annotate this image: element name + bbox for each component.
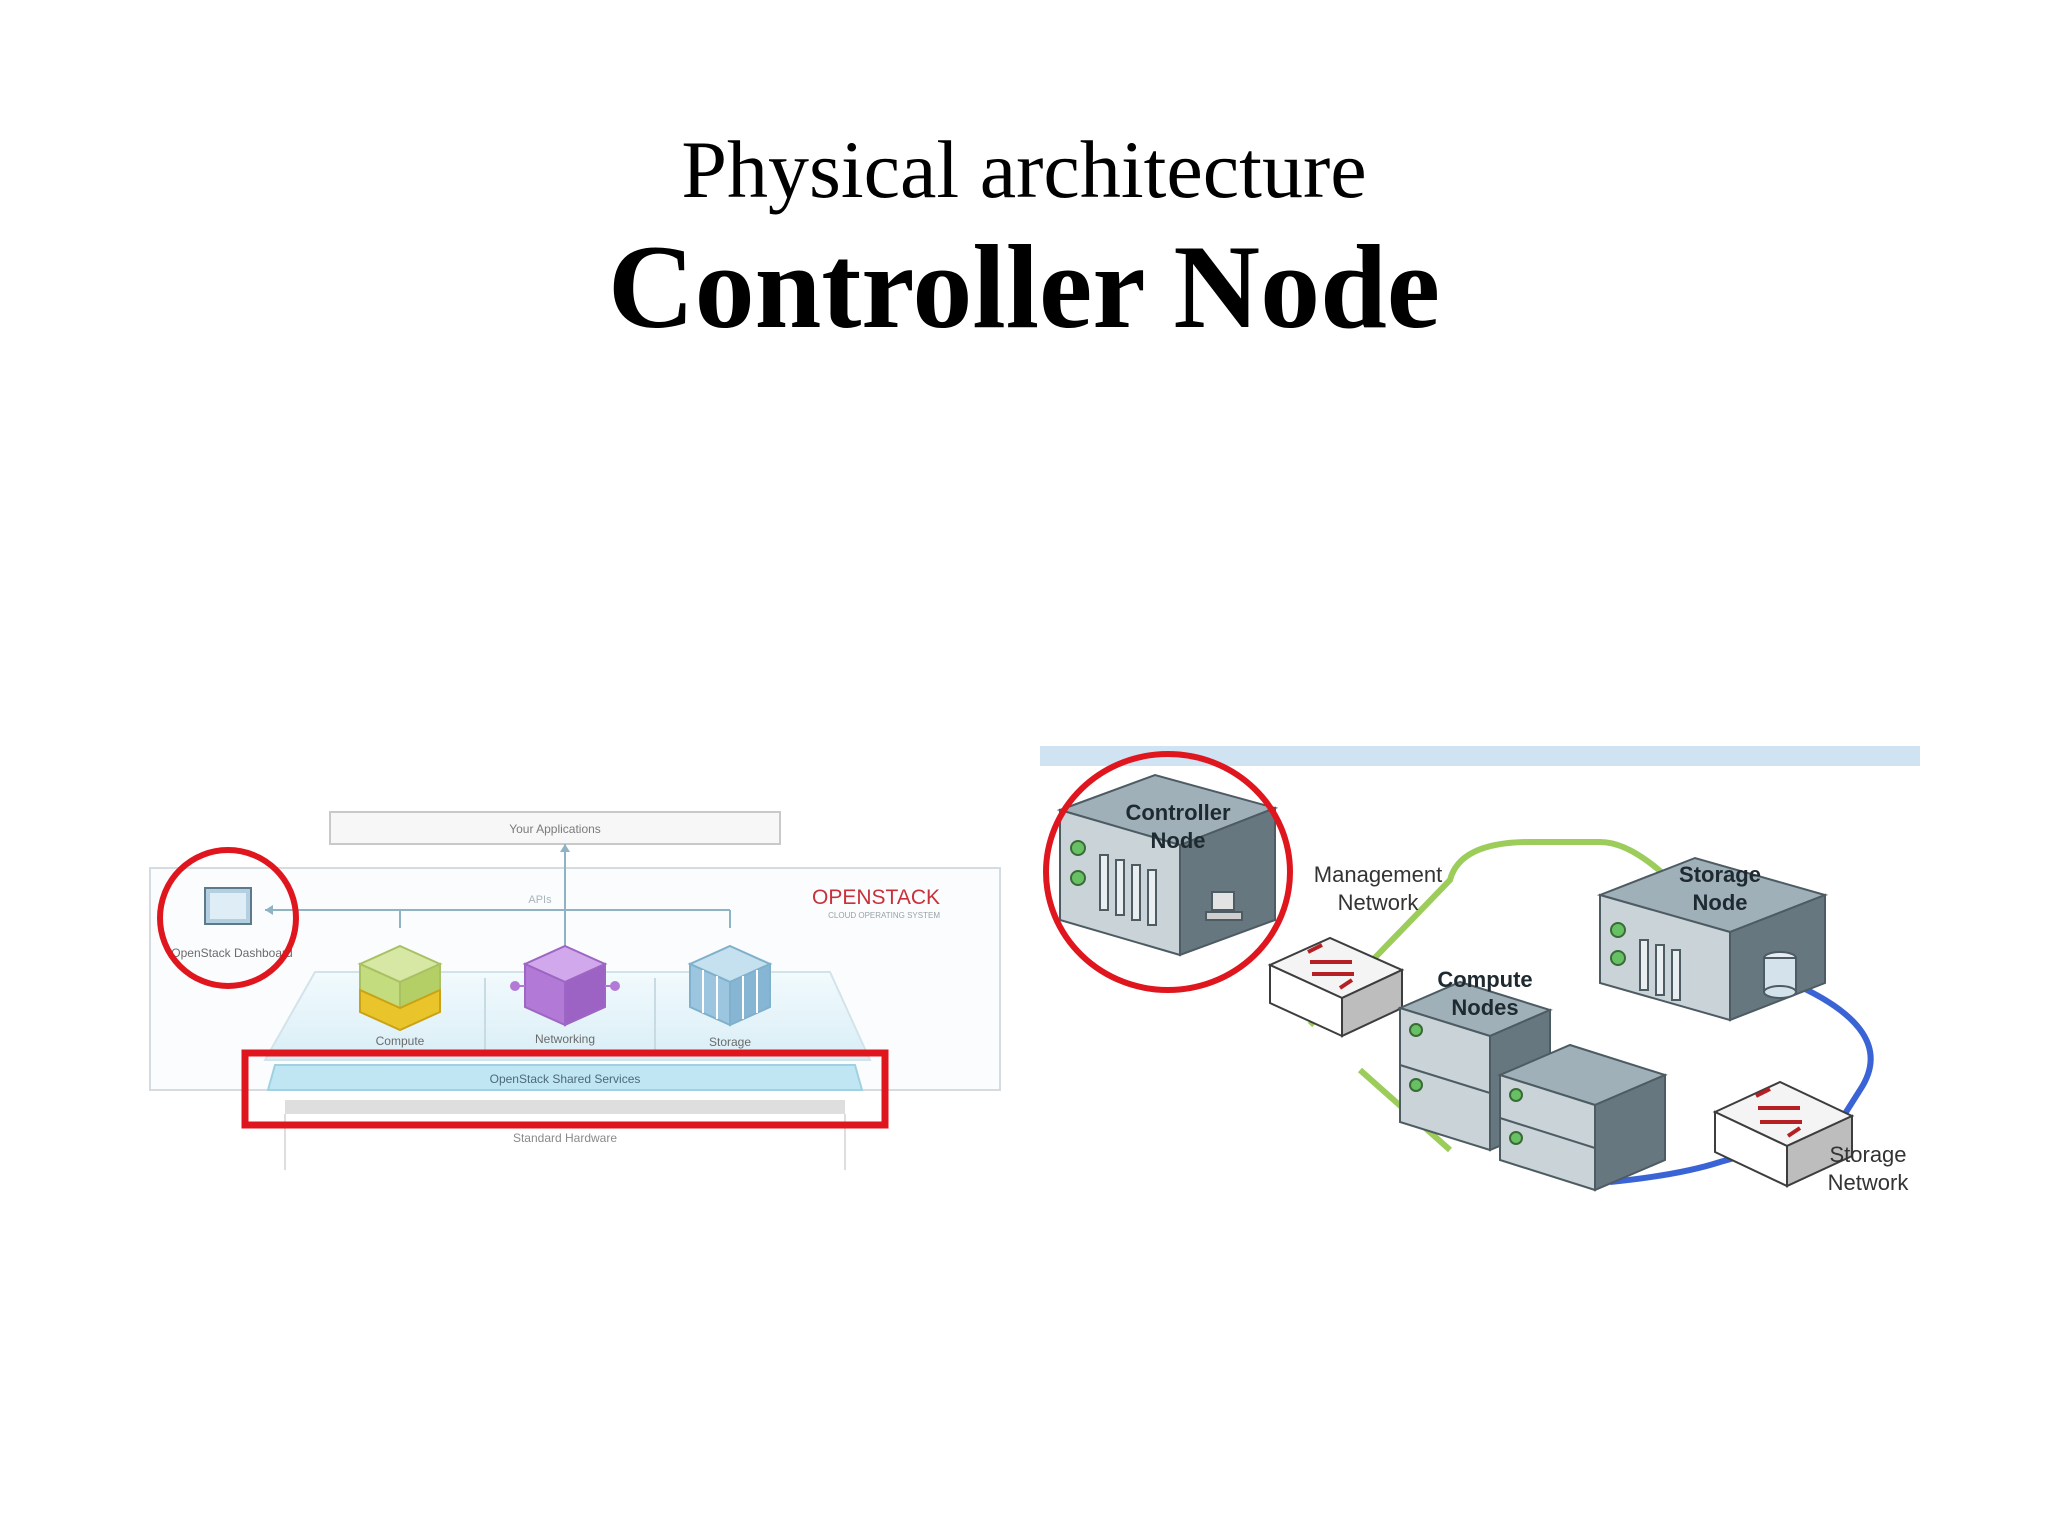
openstack-brand: OPENSTACK [812, 886, 940, 909]
controller-highlight-circle [1043, 751, 1293, 993]
storage-node-label-2: Node [1693, 890, 1748, 915]
storage-link-lower [1609, 1152, 1746, 1185]
management-label-1: Management [1314, 862, 1442, 887]
slide-title: Physical architecture Controller Node [0, 120, 2048, 350]
management-link [1307, 839, 1698, 1028]
dashboard-label: OpenStack Dashboard [171, 946, 292, 960]
shared-services-highlight-box [241, 1049, 889, 1129]
your-applications-bar [329, 811, 781, 845]
storage-label: Storage [709, 1035, 751, 1049]
your-applications-label: Your Applications [509, 822, 601, 836]
top-strip [1040, 746, 1920, 766]
controller-label-1: Controller [1125, 800, 1231, 825]
compute-servers-icon [1397, 980, 1668, 1192]
storage-link-upper [1788, 979, 1874, 1152]
dashboard-highlight-circle [157, 847, 299, 989]
storage-network-label-2: Network [1828, 1170, 1910, 1195]
controller-server-icon [1056, 773, 1279, 957]
shared-services-bar [266, 1064, 864, 1091]
compute-label-1: Compute [1437, 967, 1532, 992]
openstack-diagram: Your Applications APIs OPENSTACK CLOUD O… [149, 811, 1001, 1170]
apis-label: APIs [528, 894, 552, 906]
hardware-shadow [285, 1100, 845, 1114]
storage-node-label-1: Storage [1679, 862, 1761, 887]
compute-cube-icon [357, 944, 443, 1032]
openstack-brand-sub: CLOUD OPERATING SYSTEM [828, 911, 940, 920]
management-label-2: Network [1338, 890, 1420, 915]
slide-heading: Controller Node [607, 220, 1441, 353]
network-diagram: Controller Node Management Network Compu… [1040, 746, 1920, 1195]
storage-network-label-1: Storage [1829, 1142, 1906, 1167]
storage-switch-icon [1712, 1080, 1855, 1188]
slide-subtitle: Physical architecture [681, 124, 1367, 215]
controller-label-2: Node [1151, 828, 1206, 853]
storage-cube-icon [687, 944, 773, 1027]
compute-label: Compute [376, 1034, 425, 1048]
dashboard-monitor-icon [204, 887, 252, 925]
shared-services-label: OpenStack Shared Services [490, 1072, 641, 1086]
networking-label: Networking [535, 1032, 595, 1046]
management-switch-icon [1267, 936, 1405, 1038]
networking-cube-icon [510, 944, 620, 1027]
standard-hardware-label: Standard Hardware [513, 1131, 617, 1145]
storage-server-icon [1596, 856, 1829, 1022]
compute-label-2: Nodes [1451, 995, 1518, 1020]
